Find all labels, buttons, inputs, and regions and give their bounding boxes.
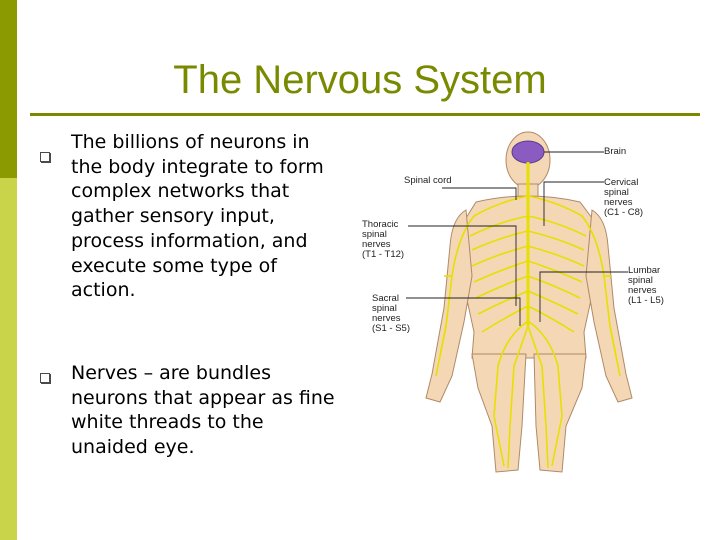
label-cervical-nerves: Cervical spinal nerves (C1 - C8) (604, 177, 644, 218)
label-leader-lines (406, 151, 628, 326)
nerve-network (435, 162, 621, 469)
label-lumbar-nerves: Lumbar spinal nerves (L1 - L5) (628, 265, 664, 306)
slide-title: The Nervous System (173, 58, 547, 102)
nervous-system-diagram: Brain Spinal cord Cervical spinal nerves… (348, 126, 696, 482)
bullet-text-nerves: Nerves – are bundles neurons that appear… (71, 362, 335, 459)
label-sacral-nerves: Sacral spinal nerves (S1 - S5) (372, 293, 411, 334)
label-spinal-cord: Spinal cord (404, 175, 452, 186)
body-illustration (406, 131, 633, 473)
title-divider (30, 113, 700, 116)
brain-shape (511, 140, 545, 164)
label-thoracic-nerves: Thoracic spinal nerves (T1 - T12) (362, 219, 405, 260)
bullet-text-neurons: The billions of neurons in the body inte… (71, 131, 324, 302)
bullet-marker-1 (40, 152, 50, 162)
bullet-marker-2 (40, 373, 50, 383)
label-brain: Brain (604, 146, 627, 157)
sidebar-accent-bottom (0, 178, 17, 540)
sidebar-accent-top (0, 0, 17, 178)
